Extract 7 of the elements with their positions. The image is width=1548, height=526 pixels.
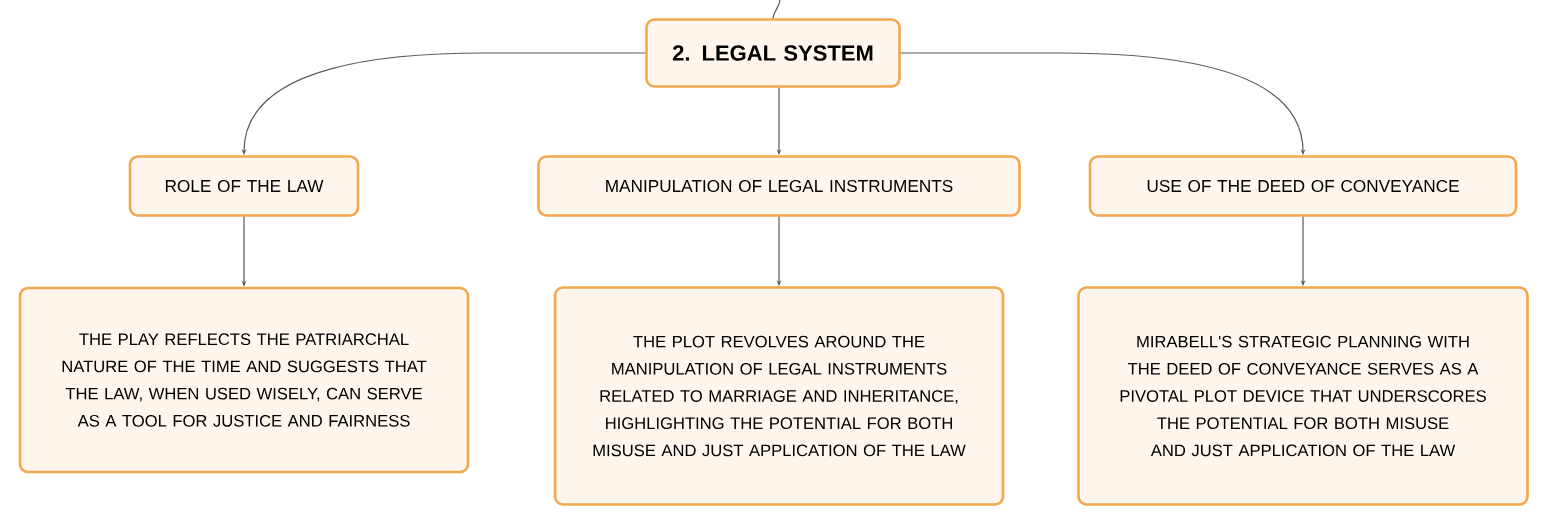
title-box: 2. LEGAL SYSTEM — [645, 18, 901, 88]
topic-box: MANIPULATION OF LEGAL INSTRUMENTS — [537, 155, 1021, 217]
topic-box: USE OF THE DEED OF CONVEYANCE — [1088, 155, 1518, 217]
description-box: THE PLAY REFLECTS THE PATRIARCHAL NATURE OF THE TIME AND SUGGESTS THAT THE LAW, WHEN USED WISELY, CAN SERVE AS A TOOL FOR JUSTICE AND FAIRNESS — [18, 286, 470, 474]
topic-box: ROLE OF THE LAW — [128, 155, 360, 217]
description-box: MIRABELL'S STRATEGIC PLANNING WITH THE DEED OF CONVEYANCE SERVES AS A PIVOTAL PLOT DEVICE THAT UNDERSCORES THE POTENTIAL FOR BOTH MISUSE AND JUST APPLICATION OF THE LAW — [1077, 286, 1529, 506]
description-box: THE PLOT REVOLVES AROUND THE MANIPULATION OF LEGAL INSTRUMENTS RELATED TO MARRIAGE AND INHERITANCE, HIGHLIGHTING THE POTENTIAL FOR BOTH MISUSE AND JUST APPLICATION OF THE LAW — [553, 286, 1005, 506]
